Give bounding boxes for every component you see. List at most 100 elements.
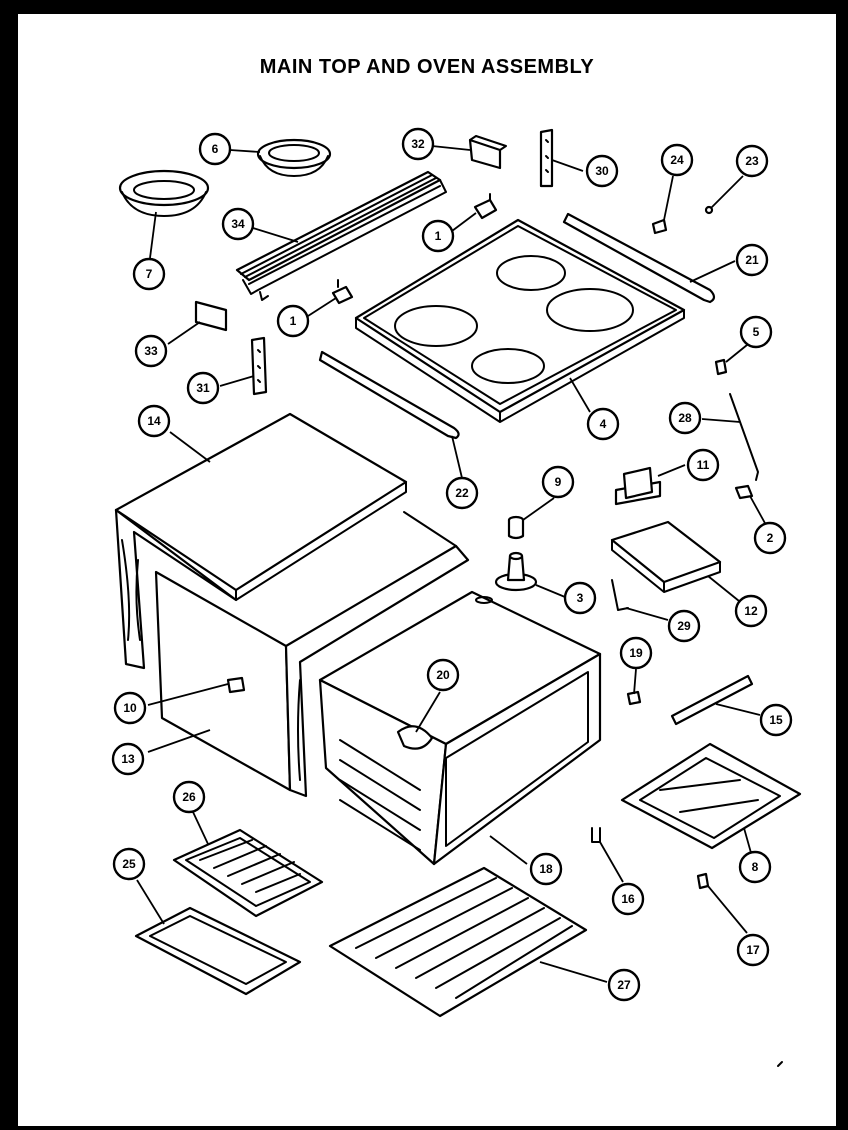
callout-19: 19 (619, 636, 653, 670)
part-bracket-30 (539, 128, 554, 188)
svg-text:13: 13 (121, 752, 135, 766)
svg-text:22: 22 (455, 486, 469, 500)
svg-text:1: 1 (290, 314, 297, 328)
svg-text:21: 21 (745, 253, 759, 267)
svg-text:1: 1 (435, 229, 442, 243)
callout-1-lower: 1 (276, 304, 310, 338)
svg-text:26: 26 (182, 790, 196, 804)
part-clip-10 (226, 676, 246, 694)
part-bracket-29 (611, 579, 629, 611)
part-trim-22 (318, 350, 460, 440)
part-bracket-1-lower (331, 279, 354, 305)
page-title: MAIN TOP AND OVEN ASSEMBLY (259, 56, 595, 78)
part-terminal-block (614, 466, 662, 506)
callout-17: 17 (736, 933, 770, 967)
callout-15: 15 (759, 703, 793, 737)
part-knob-5 (714, 358, 728, 376)
part-bracket-31 (250, 336, 268, 396)
callout-6: 6 (198, 132, 232, 166)
svg-text:16: 16 (621, 892, 635, 906)
part-oven-rack (328, 866, 588, 1018)
part-trim-strips (235, 170, 447, 301)
svg-text:34: 34 (231, 217, 245, 231)
part-vent-3 (494, 551, 538, 592)
part-trim-21 (562, 212, 716, 304)
svg-text:32: 32 (411, 137, 425, 151)
callout-10: 10 (113, 691, 147, 725)
svg-text:10: 10 (123, 701, 137, 715)
part-cooktop (354, 218, 686, 423)
callout-11: 11 (686, 448, 720, 482)
callout-14: 14 (137, 404, 171, 438)
svg-text:25: 25 (122, 857, 136, 871)
callout-31: 31 (186, 371, 220, 405)
svg-text:9: 9 (555, 475, 562, 489)
part-clip-2 (734, 484, 754, 500)
callout-16: 16 (611, 882, 645, 916)
svg-text:7: 7 (146, 267, 153, 281)
callout-34: 34 (221, 207, 255, 241)
svg-text:29: 29 (677, 619, 691, 633)
callout-5: 5 (739, 315, 773, 349)
svg-text:15: 15 (769, 713, 783, 727)
callout-27: 27 (607, 968, 641, 1002)
callout-8: 8 (738, 850, 772, 884)
svg-text:27: 27 (617, 978, 631, 992)
part-rod-28 (729, 393, 759, 481)
callout-12: 12 (734, 594, 768, 628)
svg-text:11: 11 (697, 458, 710, 472)
svg-text:2: 2 (767, 531, 774, 545)
callout-2: 2 (753, 521, 787, 555)
part-broiler-pan (134, 906, 302, 996)
callout-21: 21 (735, 243, 769, 277)
svg-text:14: 14 (147, 414, 161, 428)
part-cap-9 (507, 515, 525, 540)
callout-9: 9 (541, 465, 575, 499)
part-broiler-grid (172, 828, 324, 918)
callout-1-upper: 1 (421, 219, 455, 253)
svg-text:5: 5 (753, 325, 760, 339)
callout-3: 3 (563, 581, 597, 615)
callout-20: 20 (426, 658, 460, 692)
svg-text:4: 4 (600, 417, 607, 431)
svg-text:17: 17 (746, 943, 760, 957)
part-insulation (114, 412, 470, 798)
callout-18: 18 (529, 852, 563, 886)
part-bake-element (620, 742, 802, 850)
part-bracket-33 (194, 300, 228, 332)
callout-4: 4 (586, 407, 620, 441)
part-clip-17 (696, 872, 710, 890)
svg-text:28: 28 (678, 411, 692, 425)
part-clip-24 (651, 218, 668, 235)
svg-text:19: 19 (629, 646, 643, 660)
callout-23: 23 (735, 144, 769, 178)
callout-32: 32 (401, 127, 435, 161)
part-drip-bowl-large (118, 169, 210, 217)
part-rail-15 (670, 674, 754, 726)
callout-30: 30 (585, 154, 619, 188)
svg-text:23: 23 (745, 154, 759, 168)
callout-24: 24 (660, 143, 694, 177)
part-oven-liner (318, 590, 602, 866)
part-bracket-32 (468, 135, 507, 170)
callout-25: 25 (112, 847, 146, 881)
part-control-box (610, 520, 722, 593)
callout-28: 28 (668, 401, 702, 435)
svg-text:18: 18 (539, 862, 553, 876)
svg-text:24: 24 (670, 153, 684, 167)
svg-text:20: 20 (436, 668, 450, 682)
svg-text:8: 8 (752, 860, 759, 874)
callout-22: 22 (445, 476, 479, 510)
stray-mark (777, 1061, 783, 1067)
callout-13: 13 (111, 742, 145, 776)
part-screw-23 (704, 205, 714, 215)
svg-text:33: 33 (144, 344, 158, 358)
callout-26: 26 (172, 780, 206, 814)
svg-text:3: 3 (577, 591, 584, 605)
svg-text:12: 12 (744, 604, 758, 618)
part-clip-16 (591, 827, 601, 843)
callout-7: 7 (132, 257, 166, 291)
svg-text:30: 30 (595, 164, 609, 178)
